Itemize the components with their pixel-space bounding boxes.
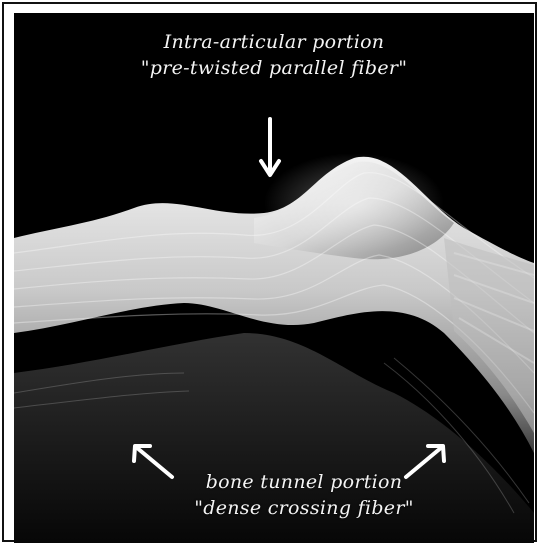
top-caption: Intra-articular portion "pre-twisted par… xyxy=(14,29,534,81)
ligament-photo: Intra-articular portion "pre-twisted par… xyxy=(14,13,534,543)
bottom-caption-line2: "dense crossing fiber" xyxy=(44,495,534,521)
arrow-down-icon xyxy=(258,117,282,179)
bottom-caption: bone tunnel portion "dense crossing fibe… xyxy=(44,469,534,521)
bottom-caption-line1: bone tunnel portion xyxy=(44,469,534,495)
top-caption-line1: Intra-articular portion xyxy=(14,29,534,55)
top-caption-line2: "pre-twisted parallel fiber" xyxy=(14,55,534,81)
ligament-illustration xyxy=(14,13,534,543)
